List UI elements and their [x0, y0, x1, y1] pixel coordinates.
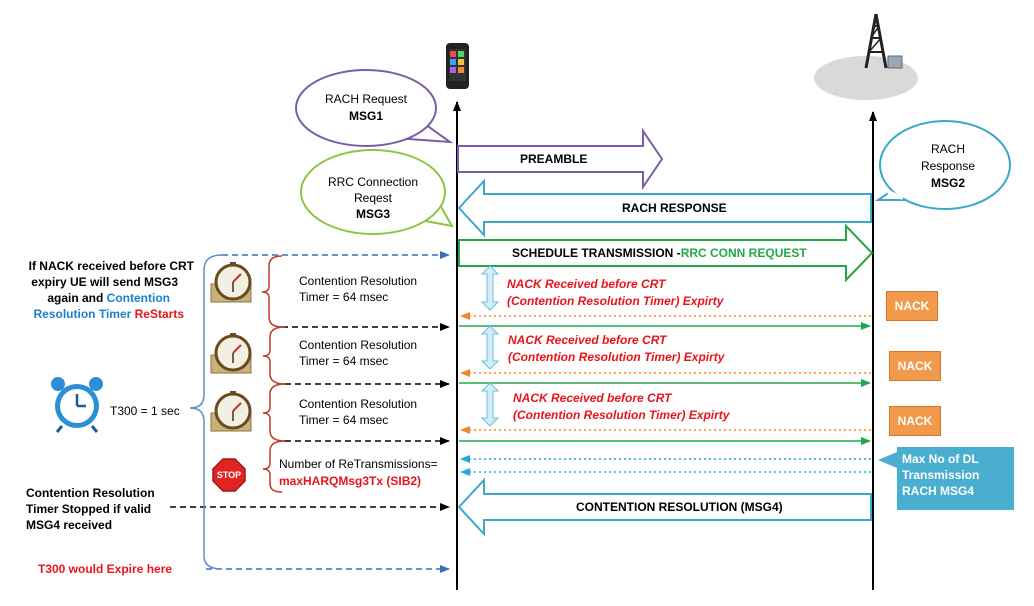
crt-bracket — [262, 326, 286, 385]
nack-badge: NACK — [886, 291, 938, 321]
left-note-line2: expiry UE will send MSG3 — [31, 275, 178, 289]
max-dl-line3: RACH MSG4 — [902, 484, 975, 498]
left-note-line1: If NACK received before CRT — [28, 259, 194, 273]
stop-note-line3: MSG4 received — [26, 518, 113, 532]
base-station-icon — [814, 13, 918, 100]
stop-note-line2: Timer Stopped if valid — [26, 502, 152, 516]
left-note-line4: Resolution Timer ReStarts — [33, 307, 185, 321]
rach-request-msg: MSG1 — [348, 109, 383, 123]
max-dl-box-shape — [878, 447, 1014, 510]
stop-note-line1: Contention Resolution — [26, 486, 155, 500]
contention-resolution-arrow-label: CONTENTION RESOLUTION (MSG4) — [576, 500, 783, 514]
rach-response-arrow — [457, 178, 872, 238]
stop-sign-icon — [212, 458, 246, 492]
stopwatch-icon — [210, 391, 252, 432]
rach-request-label: RACH Request — [324, 92, 408, 106]
crt-bracket — [261, 255, 283, 328]
alarm-clock-icon — [51, 377, 103, 433]
max-dl-line1: Max No of DL — [902, 452, 979, 466]
timing-double-arrow — [480, 325, 500, 370]
nack-note-line2: (Contention Resolution Timer) Expirty — [507, 294, 724, 308]
crt-bracket — [262, 383, 286, 442]
nack-note-line1: NACK Received before CRT — [507, 277, 666, 291]
crt-value: Timer = 64 msec — [299, 290, 389, 304]
nack-note-line2: (Contention Resolution Timer) Expirty — [508, 350, 725, 364]
schedule-transmission-label: SCHEDULE TRANSMISSION -RRC CONN REQUEST — [512, 246, 807, 260]
max-dl-line2: Transmission — [902, 468, 980, 482]
nack-badge: NACK — [889, 406, 941, 436]
schedule-transmission-arrow — [458, 223, 874, 283]
rach-response-arrow-label: RACH RESPONSE — [622, 201, 727, 215]
preamble-label: PREAMBLE — [520, 152, 588, 166]
nack-note-line1: NACK Received before CRT — [508, 333, 667, 347]
timing-double-arrow — [480, 265, 500, 311]
retx-value: maxHARQMsg3Tx (SIB2) — [279, 474, 422, 488]
rrc-request-label: RRC Connection — [327, 175, 419, 189]
t300-bracket — [189, 254, 223, 570]
nack-note-line2: (Contention Resolution Timer) Expirty — [513, 408, 730, 422]
rrc-request-bubble — [300, 149, 454, 235]
rach-response-label: RACH — [930, 142, 965, 156]
nack-badge: NACK — [889, 351, 941, 381]
rrc-request-label-2: Reqest — [353, 191, 393, 205]
crt-value: Timer = 64 msec — [299, 413, 389, 427]
t300-label: T300 = 1 sec — [110, 404, 180, 418]
nack-note-line1: NACK Received before CRT — [513, 391, 672, 405]
rrc-request-msg: MSG3 — [355, 207, 390, 221]
retx-bracket — [262, 440, 286, 493]
rach-response-bubble — [874, 120, 1011, 210]
left-note-line3: again and Contention — [47, 291, 170, 305]
crt-value: Timer = 64 msec — [299, 354, 389, 368]
contention-resolution-arrow — [457, 477, 872, 537]
preamble-arrow — [457, 127, 664, 191]
retx-label: Number of ReTransmissions= — [279, 457, 438, 471]
stopwatch-icon — [210, 262, 252, 303]
t300-expire-note: T300 would Expire here — [38, 562, 173, 576]
crt-label: Contention Resolution — [299, 338, 418, 352]
rach-request-bubble — [295, 69, 454, 147]
crt-label: Contention Resolution — [299, 397, 418, 411]
stop-sign-text: STOP — [216, 470, 242, 480]
rach-response-msg: MSG2 — [930, 176, 965, 190]
crt-label: Contention Resolution — [299, 274, 418, 288]
rach-response-label-2: Response — [920, 159, 976, 173]
stopwatch-icon — [210, 333, 252, 374]
timing-double-arrow — [480, 382, 500, 427]
phone-icon — [446, 43, 469, 89]
